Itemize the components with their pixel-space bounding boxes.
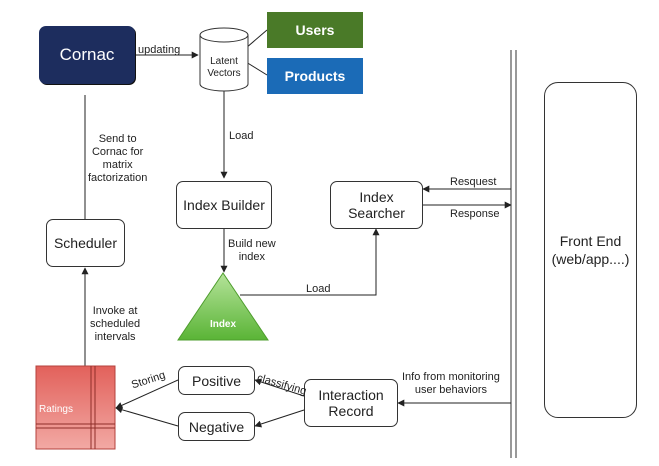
ratings-block [35, 365, 116, 450]
index-searcher-label-line1: Index [359, 189, 394, 205]
edge-latent-users [245, 29, 268, 49]
products-node: Products [267, 58, 363, 94]
invoke-line1: Invoke at [92, 305, 138, 317]
index-searcher-node: Index Searcher [330, 181, 423, 229]
front-end-label-line2: (web/app....) [551, 251, 630, 267]
products-label: Products [284, 68, 346, 84]
index-triangle [177, 272, 269, 341]
load-top-label: Load [229, 130, 254, 142]
interaction-record-label-line1: Interaction [318, 387, 384, 403]
invoke-line2: scheduled [90, 318, 141, 330]
index-builder-node: Index Builder [176, 181, 272, 229]
info-monitoring-line2: user behaviors [414, 384, 487, 396]
users-node: Users [267, 12, 363, 48]
ratings-label: Ratings [39, 404, 73, 415]
users-label: Users [295, 22, 335, 38]
positive-node: Positive [178, 366, 255, 395]
edge-store-positive [115, 379, 179, 409]
latent-vectors-label-2: Vectors [207, 68, 240, 79]
scheduler-label: Scheduler [53, 235, 118, 251]
send-to-cornac-line3: matrix [102, 159, 133, 171]
info-monitoring-line1: Info from monitoring [402, 371, 500, 383]
latent-vectors-label: Latent [210, 56, 238, 67]
send-to-cornac-line2: Cornac for [91, 146, 144, 158]
interaction-record-label-line2: Record [328, 403, 374, 419]
build-new-index-line1: Build new [228, 238, 276, 250]
send-to-cornac-line4: factorization [88, 172, 148, 184]
edge-latent-products [245, 61, 268, 76]
response-label: Response [450, 208, 500, 220]
interaction-record-node: Interaction Record [304, 379, 398, 427]
cornac-label: Cornac [59, 45, 115, 64]
index-builder-label: Index Builder [183, 197, 265, 213]
front-end-node: Front End (web/app....) [544, 82, 637, 418]
build-new-index-line2: index [238, 251, 265, 263]
front-end-label-line1: Front End [559, 233, 622, 249]
edge-load-index [240, 228, 380, 296]
positive-label: Positive [191, 372, 242, 389]
edge-classify-positive [254, 378, 305, 397]
invoke-line3: intervals [94, 331, 136, 343]
load-index-label: Load [306, 283, 331, 295]
build-new-index-label: Build new index [228, 238, 276, 264]
request-label: Resquest [450, 176, 497, 188]
edge-store-negative [115, 406, 179, 427]
scheduler-node: Scheduler [46, 219, 125, 267]
edge-classify-negative [254, 409, 305, 428]
index-searcher-label-line2: Searcher [348, 205, 405, 221]
info-monitoring-label: Info from monitoring user behaviors [402, 371, 500, 397]
cornac-node: Cornac [39, 26, 135, 84]
negative-node: Negative [178, 412, 255, 441]
updating-label: updating [138, 44, 181, 56]
latent-vectors-cylinder [199, 27, 249, 92]
send-to-cornac-label: Send to Cornac for matrix factorization [88, 133, 147, 185]
send-to-cornac-line1: Send to [98, 133, 137, 145]
invoke-label: Invoke at scheduled intervals [90, 305, 140, 344]
index-label: Index [210, 319, 237, 330]
negative-label: Negative [188, 418, 245, 435]
